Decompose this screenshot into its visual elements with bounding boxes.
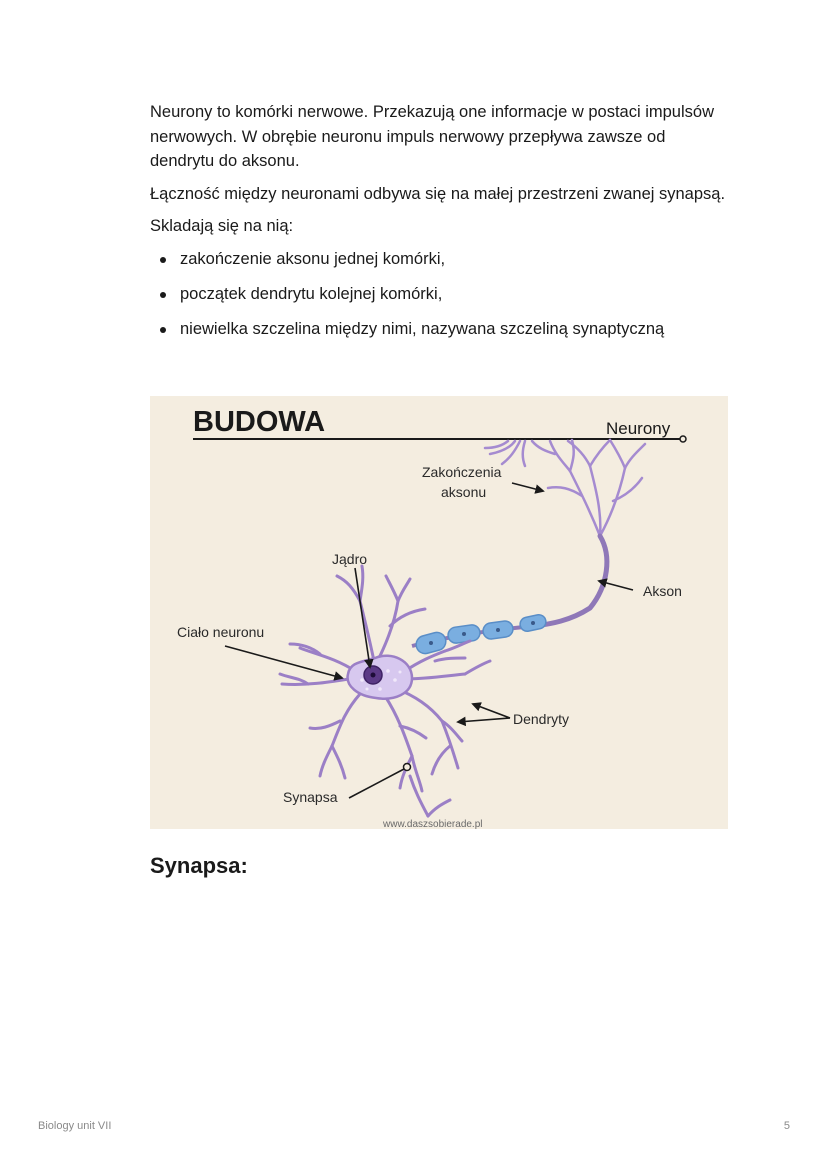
underline-end-icon — [679, 435, 687, 443]
figure-title: BUDOWA — [193, 406, 325, 438]
bullet-icon — [160, 326, 166, 333]
label-axon: Akson — [643, 583, 682, 599]
bullet-icon — [160, 291, 166, 298]
list-item-text: niewielka szczelina między nimi, nazywan… — [180, 319, 665, 338]
dendrites — [278, 564, 492, 818]
myelin-sheaths — [415, 614, 547, 655]
leader-lines — [224, 482, 634, 799]
synapse-marker-icon — [402, 762, 412, 772]
footer-course-label: Biology unit VII — [38, 1120, 112, 1132]
nucleolus — [370, 672, 376, 678]
bullet-icon — [160, 256, 166, 263]
label-synapse: Synapsa — [283, 789, 338, 805]
neuron-illustration: BUDOWA Neurony — [177, 406, 687, 829]
paragraph-list-intro: Skladają się na nią: — [150, 217, 294, 235]
watermark: www.daszsobierade.pl — [382, 819, 483, 829]
list-item: zakończenie aksonu jednej komórki, — [150, 247, 730, 272]
section-title: Synapsa: — [150, 853, 248, 878]
axon-terminals — [483, 438, 647, 538]
label-cell-body: Ciało neuronu — [177, 624, 264, 640]
text-content: Neurony to komórki nerwowe. Przekazują o… — [150, 100, 730, 352]
figure-subtitle: Neurony — [606, 419, 671, 438]
label-dendrites: Dendryty — [513, 711, 569, 727]
neuron-diagram: BUDOWA Neurony — [150, 396, 728, 829]
paragraph-synapse: Łączność między neuronami odbywa się na … — [150, 184, 726, 203]
list-item: początek dendrytu kolejnej komórki, — [150, 282, 730, 307]
bullet-list: zakończenie aksonu jednej komórki, począ… — [150, 247, 730, 342]
cell-body-granules — [360, 669, 402, 691]
list-item-text: początek dendrytu kolejnej komórki, — [180, 284, 443, 303]
label-axon-terminals-2: aksonu — [441, 484, 486, 500]
list-item-text: zakończenie aksonu jednej komórki, — [180, 249, 446, 268]
axon-fiber — [532, 533, 610, 629]
label-nucleus: Jądro — [332, 551, 367, 567]
footer-page-number: 5 — [783, 1120, 790, 1132]
label-axon-terminals: Zakończenia — [422, 464, 502, 480]
list-item: niewielka szczelina między nimi, nazywan… — [150, 317, 730, 342]
paragraph-intro: Neurony to komórki nerwowe. Przekazują o… — [150, 103, 714, 170]
